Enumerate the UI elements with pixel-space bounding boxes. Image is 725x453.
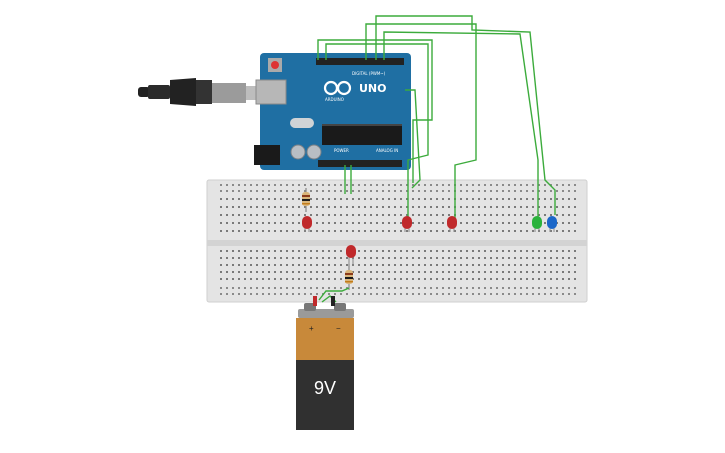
jumper-wires[interactable] (317, 15, 556, 303)
breadboard (206, 179, 588, 303)
led-blue[interactable] (547, 216, 557, 232)
battery-voltage-label: 9V (314, 378, 336, 398)
power-header-label: POWER (334, 148, 349, 153)
led-red-3[interactable] (447, 216, 457, 232)
arduino-logo-icon (323, 80, 352, 96)
digital-header-label: DIGITAL (PWM~) (352, 71, 386, 76)
board-brand: ARDUINO (325, 97, 344, 102)
analog-header-label: ANALOG IN (376, 148, 398, 153)
led-red-1[interactable] (302, 216, 312, 232)
battery-plus-label: + (309, 324, 314, 333)
led-red-2[interactable] (402, 216, 412, 232)
led-red-bottom[interactable] (346, 245, 356, 266)
battery-minus-label: − (336, 324, 341, 333)
resistor-top[interactable] (302, 188, 310, 212)
board-model: UNO (359, 82, 387, 95)
led-green[interactable] (532, 216, 542, 232)
battery-9v[interactable]: + − 9V (296, 296, 354, 430)
usb-cable[interactable] (138, 78, 262, 106)
resistor-bottom[interactable] (345, 264, 353, 290)
arduino-uno-board[interactable]: UNO ARDUINO DIGITAL (PWM~) POWER ANALOG … (254, 53, 411, 170)
